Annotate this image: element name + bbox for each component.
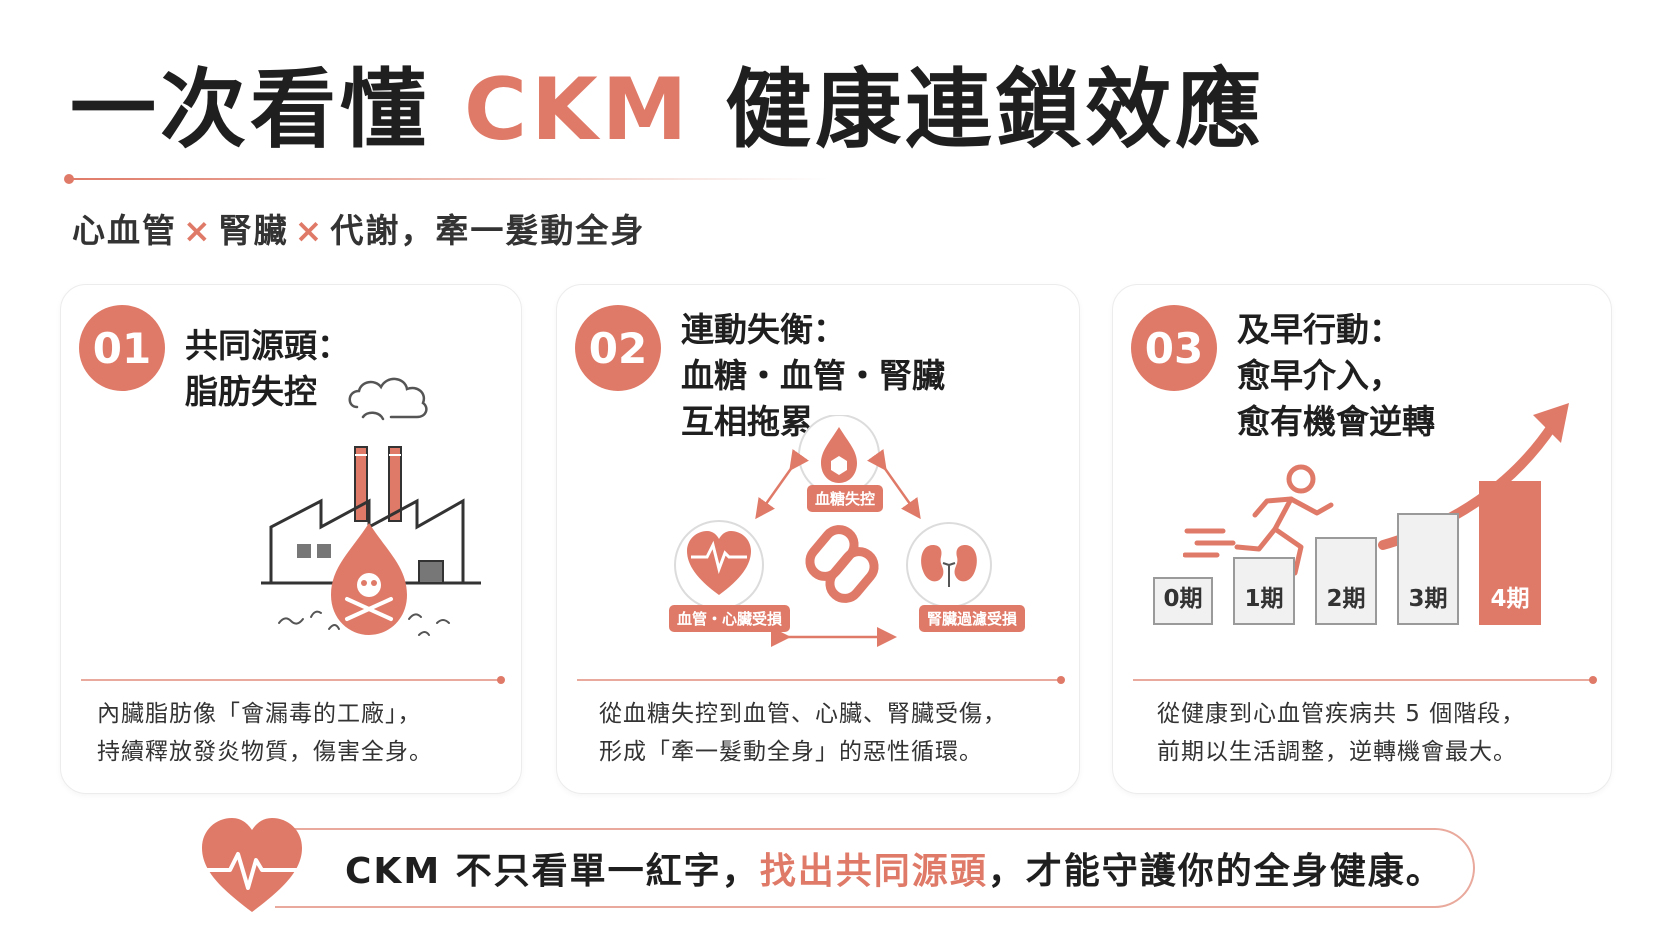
banner-highlight: 找出共同源頭	[759, 851, 988, 892]
chain-link-icon	[805, 525, 879, 603]
cycle-diagram	[674, 415, 992, 647]
subtitle-kidney: 腎臟	[218, 211, 289, 250]
cross-icon: ×	[294, 211, 325, 250]
card-heading: 共同源頭： 脂肪失控	[185, 323, 350, 415]
card-heading: 連動失衡： 血糖・血管・腎臟 互相拖累	[681, 307, 945, 445]
card-heading-line: 連動失衡：	[681, 310, 846, 349]
runner-icon	[1183, 464, 1334, 576]
smoke-cloud-icon	[348, 377, 428, 421]
stage-chart: 0期 1期 2期 3期 4期	[1153, 475, 1593, 625]
stage-0: 0期	[1153, 577, 1213, 625]
card-common-source: 01 共同源頭： 脂肪失控	[60, 284, 522, 794]
card-desc-line: 前期以生活調整，逆轉機會最大。	[1157, 739, 1517, 765]
card-divider	[1133, 676, 1597, 684]
toxic-drop-icon	[331, 523, 407, 635]
card-description: 內臟脂肪像「會漏毒的工廠」， 持續釋放發炎物質，傷害全身。	[97, 695, 433, 771]
card-number-badge: 01	[79, 305, 165, 391]
title-pre: 一次看懂	[70, 60, 430, 160]
card-desc-line: 從健康到心血管疾病共 5 個階段，	[1157, 701, 1526, 727]
card-early-action: 03 及早行動： 愈早介入， 愈有機會逆轉 0期 1期 2期 3期 4期 從健康…	[1112, 284, 1612, 794]
card-desc-line: 形成「牽一髮動全身」的惡性循環。	[599, 739, 983, 765]
banner-post: ，才能守護你的全身健康。	[987, 851, 1444, 892]
label-kidney-damage: 腎臟過濾受損	[919, 605, 1026, 632]
label-sugar-loss: 血糖失控	[807, 485, 884, 512]
stage-1: 1期	[1233, 557, 1295, 625]
banner-pre: CKM 不只看單一紅字，	[345, 851, 760, 892]
card-heading-line: 及早行動：	[1237, 310, 1402, 349]
bottom-banner	[275, 828, 1475, 908]
stage-4: 4期	[1479, 481, 1541, 625]
card-heading-line: 互相拖累	[681, 402, 813, 441]
card-heading-line: 共同源頭：	[185, 326, 350, 365]
title-divider-dot	[64, 174, 74, 184]
card-desc-line: 從血糖失控到血管、心臟、腎臟受傷，	[599, 701, 1007, 727]
card-desc-line: 內臟脂肪像「會漏毒的工廠」，	[97, 701, 422, 727]
heart-ecg-icon	[196, 818, 308, 912]
subtitle-metabolic: 代謝，牽一髮動全身	[330, 211, 646, 250]
card-number-badge: 03	[1131, 305, 1217, 391]
card-heading-line: 血糖・血管・腎臟	[681, 356, 945, 395]
title-divider	[68, 178, 828, 180]
card-description: 從血糖失控到血管、心臟、腎臟受傷， 形成「牽一髮動全身」的惡性循環。	[599, 695, 1007, 771]
card-heading: 及早行動： 愈早介入， 愈有機會逆轉	[1237, 307, 1435, 445]
factory-icon	[261, 377, 481, 636]
banner-message: CKM 不只看單一紅字，找出共同源頭，才能守護你的全身健康。	[345, 842, 1444, 894]
card-description: 從健康到心血管疾病共 5 個階段， 前期以生活調整，逆轉機會最大。	[1157, 695, 1525, 771]
card-heading-line: 愈早介入，	[1237, 356, 1402, 395]
card-divider	[577, 676, 1065, 684]
card-linked-imbalance: 02 連動失衡： 血糖・血管・腎臟 互相拖累	[556, 284, 1080, 794]
blood-drop-icon	[821, 427, 857, 483]
stage-2: 2期	[1315, 537, 1377, 625]
cross-icon: ×	[183, 211, 213, 250]
title-highlight: CKM	[463, 60, 692, 160]
kidney-icon	[921, 545, 977, 587]
subtitle: 心血管×腎臟×代謝，牽一髮動全身	[72, 204, 645, 252]
card-desc-line: 持續釋放發炎物質，傷害全身。	[97, 739, 433, 765]
card-heading-line: 脂肪失控	[185, 372, 317, 411]
subtitle-cardio: 心血管	[72, 211, 177, 250]
page-title: 一次看懂 CKM 健康連鎖效應	[70, 60, 1265, 160]
stage-3: 3期	[1397, 513, 1459, 625]
title-post: 健康連鎖效應	[725, 60, 1266, 160]
card-number-badge: 02	[575, 305, 661, 391]
label-heart-damage: 血管・心臟受損	[669, 605, 791, 632]
card-heading-line: 愈有機會逆轉	[1237, 402, 1435, 441]
card-divider	[81, 676, 505, 684]
heart-pulse-icon	[687, 531, 751, 595]
